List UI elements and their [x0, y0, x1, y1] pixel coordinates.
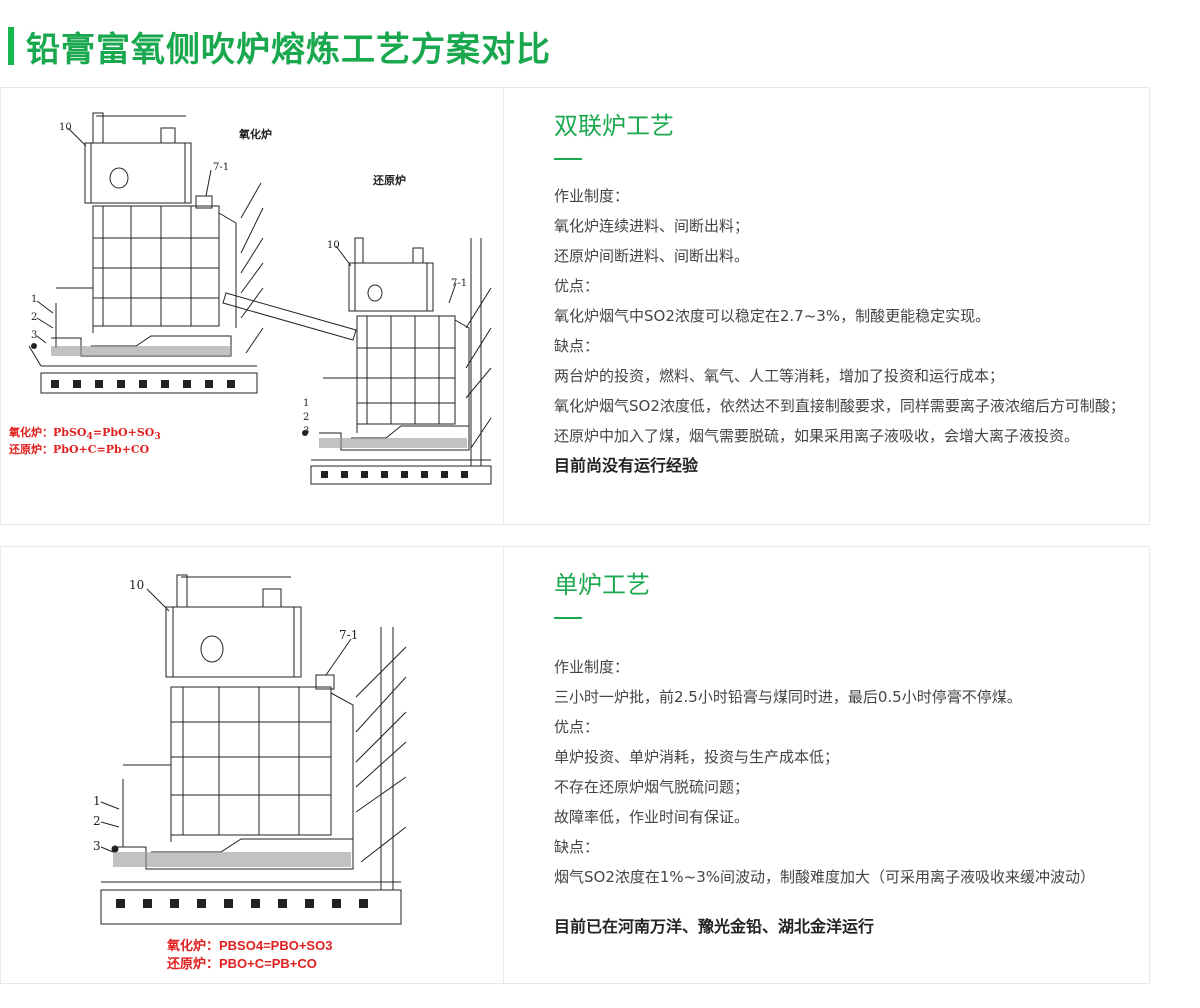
comparison-card-single: 10 7-1 1 2 3 氧化炉：PBSO4=PBO+SO3 还原炉：PBO+C… — [0, 546, 1150, 984]
label-2: 2 — [93, 814, 101, 828]
ox-main-shaft — [92, 205, 220, 327]
conclusion-duplex: 目前尚没有运行经验 — [554, 456, 699, 475]
duplex-formulas: 氧化炉：PbSO4=PbO+SO3 还原炉：PbO+C=Pb+CO — [9, 426, 161, 456]
single-foundation — [100, 889, 402, 925]
text-line: 缺点： — [554, 838, 600, 856]
label-reduction-furnace: 还原炉 — [372, 173, 406, 187]
single-upper-shaft — [165, 606, 302, 678]
formula-oxidation: 氧化炉：PBSO4=PBO+SO3 — [167, 938, 333, 953]
section-title-single: 单炉工艺 — [554, 571, 650, 599]
red-main-shaft — [356, 315, 456, 425]
label-10a: 10 — [59, 122, 72, 133]
label-7-1b: 7-1 — [451, 278, 467, 289]
text-line: 三小时一炉批，前2.5小时铅膏与煤同时进，最后0.5小时停膏不停煤。 — [554, 688, 1022, 706]
text-line: 单炉投资、单炉消耗，投资与生产成本低； — [554, 748, 840, 766]
comparison-card-duplex: 氧化炉 还原炉 10 7-1 1 2 3 10 7-1 1 2 3 氧化炉：Pb… — [0, 87, 1150, 525]
section-underline — [554, 617, 582, 619]
text-line: 两台炉的投资，燃料、氧气、人工等消耗，增加了投资和运行成本； — [554, 367, 1005, 385]
text-line: 氧化炉烟气中SO2浓度可以稳定在2.7~3%，制酸更能稳定实现。 — [554, 307, 991, 325]
section-title-duplex: 双联炉工艺 — [554, 112, 674, 140]
label-3a: 3 — [31, 330, 37, 341]
duplex-furnace-diagram: 氧化炉 还原炉 10 7-1 1 2 3 10 7-1 1 2 3 氧化炉：Pb… — [1, 88, 503, 524]
single-formulas: 氧化炉：PBSO4=PBO+SO3 还原炉：PBO+C=PB+CO — [167, 937, 332, 973]
label-2b: 2 — [303, 412, 309, 423]
text-line: 作业制度： — [554, 658, 630, 676]
single-description: 作业制度： 三小时一炉批，前2.5小时铅膏与煤同时进，最后0.5小时停膏不停煤。… — [554, 652, 1134, 942]
label-10b: 10 — [327, 240, 340, 251]
red-foundation — [310, 465, 492, 485]
label-2a: 2 — [31, 312, 37, 323]
formula-reduction: 还原炉：PBO+C=PB+CO — [167, 956, 317, 971]
text-line: 还原炉中加入了煤，烟气需要脱硫，如果采用离子液吸收，会增大离子液投资。 — [554, 427, 1080, 445]
label-3: 3 — [93, 839, 101, 853]
text-line: 缺点： — [554, 337, 600, 355]
label-7-1: 7-1 — [339, 628, 358, 642]
label-1b: 1 — [303, 398, 309, 409]
conclusion-single: 目前已在河南万洋、豫光金铅、湖北金洋运行 — [554, 917, 875, 936]
text-line: 不存在还原炉烟气脱硫问题； — [554, 778, 750, 796]
duplex-furnace-drawing: 氧化炉 还原炉 10 7-1 1 2 3 10 7-1 1 2 3 — [28, 112, 492, 485]
label-oxidation-furnace: 氧化炉 — [238, 127, 272, 141]
text-line: 作业制度： — [554, 187, 630, 205]
page-title-text: 铅膏富氧侧吹炉熔炼工艺方案对比 — [26, 29, 551, 70]
text-line: 氧化炉烟气SO2浓度低，依然达不到直接制酸要求，同样需要离子液浓缩后方可制酸； — [554, 397, 1125, 415]
text-line: 优点： — [554, 277, 600, 295]
single-main-shaft — [170, 686, 332, 836]
card-divider — [503, 88, 504, 524]
text-line: 优点： — [554, 718, 600, 736]
ox-foundation — [40, 372, 258, 394]
label-7-1a: 7-1 — [213, 162, 229, 173]
label-1: 1 — [93, 794, 101, 808]
red-upper-shaft — [348, 262, 434, 312]
card-divider — [503, 547, 504, 983]
text-line: 烟气SO2浓度在1%~3%间波动，制酸难度加大（可采用离子液吸收来缓冲波动） — [554, 868, 1096, 886]
duplex-description: 作业制度： 氧化炉连续进料、间断出料； 还原炉间断进料、间断出料。 优点： 氧化… — [554, 181, 1134, 481]
single-furnace-diagram: 10 7-1 1 2 3 氧化炉：PBSO4=PBO+SO3 还原炉：PBO+C… — [1, 547, 503, 983]
page-title: 铅膏富氧侧吹炉熔炼工艺方案对比 — [8, 22, 551, 70]
text-line: 故障率低，作业时间有保证。 — [554, 808, 750, 826]
label-3b: 3 — [303, 426, 309, 437]
section-underline — [554, 158, 582, 160]
formula-reduction: 还原炉：PbO+C=Pb+CO — [9, 443, 150, 457]
label-10: 10 — [129, 578, 144, 592]
ox-upper-shaft — [84, 142, 192, 204]
text-line: 氧化炉连续进料、间断出料； — [554, 217, 750, 235]
single-furnace-drawing: 10 7-1 1 2 3 — [93, 574, 407, 925]
title-accent-bar — [8, 27, 14, 65]
formula-oxidation: 氧化炉：PbSO4=PbO+SO3 — [9, 426, 161, 443]
label-1a: 1 — [31, 294, 37, 305]
text-line: 还原炉间断进料、间断出料。 — [554, 247, 750, 265]
